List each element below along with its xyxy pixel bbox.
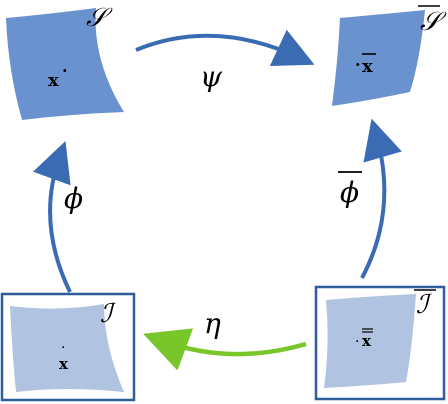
image-i-bar-label: ℐ [416,290,432,320]
arrow-psi: ψ [135,29,315,93]
surface-s-bar-point-label: x [362,56,373,77]
surface-s-bar-patch [332,10,425,106]
surface-s-bar: · x 𝒮 [332,5,447,106]
image-i-point-label: x [59,355,69,373]
surface-s-patch [6,8,124,120]
arrow-phi-label: ϕ [64,182,83,215]
image-i-patch [10,304,124,392]
image-i-bar-point-label: x [362,332,372,350]
image-i: · x ℐ [0,292,136,402]
arrow-phi: ϕ [33,140,83,293]
arrow-phi-bar-label: ϕ [340,176,359,209]
surface-s-point-dot: · [62,61,68,80]
arrow-eta: η [143,307,307,371]
arrow-eta-label: η [204,307,221,340]
surface-s-bar-label: 𝒮 [420,7,447,37]
image-i-point-dot: · [61,340,65,356]
surface-s-bar-point-dot: · [355,55,361,74]
image-i-bar: · x ℐ [314,285,446,401]
surface-s-point-label: x [48,70,59,91]
arrow-phi-bar-line [360,118,402,279]
arrow-psi-label: ψ [200,60,223,93]
arrow-eta-line [143,328,307,371]
arrow-phi-line [33,140,72,293]
arrow-phi-bar: ϕ [338,118,402,279]
surface-s: x · 𝒮 [6,3,124,120]
image-i-label: ℐ [100,299,116,329]
surface-s-label: 𝒮 [86,3,113,33]
image-i-bar-point-dot: · [355,334,359,350]
arrow-psi-line [135,29,315,67]
image-i-bar-patch [324,294,416,388]
